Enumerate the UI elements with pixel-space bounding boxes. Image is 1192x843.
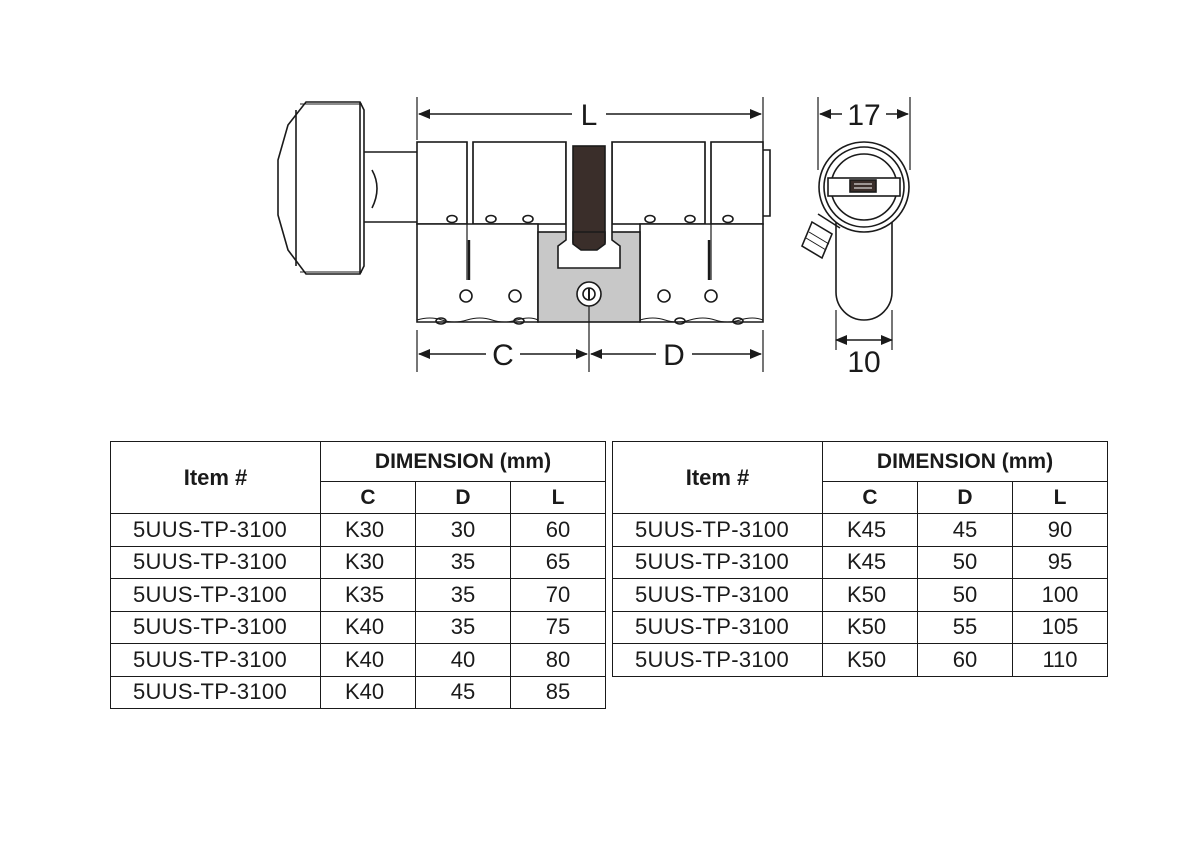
cell-c: K35 (320, 578, 416, 612)
table-row: 5UUS-TP-3100 K30 35 65 (110, 545, 606, 579)
table-row: 5UUS-TP-3100 K45 50 95 (612, 545, 1108, 579)
cell-d: 60 (917, 643, 1013, 677)
cell-item: 5UUS-TP-3100 (110, 643, 321, 677)
cell-c: K30 (320, 545, 416, 579)
table-row: 5UUS-TP-3100 K45 45 90 (612, 513, 1108, 547)
cell-c: K30 (320, 513, 416, 547)
table-row: 5UUS-TP-3100 K40 45 85 (110, 675, 606, 709)
col-header-l: L (510, 481, 606, 514)
cell-l: 90 (1012, 513, 1108, 547)
cell-c: K40 (320, 643, 416, 677)
table-row: 5UUS-TP-3100 K50 50 100 (612, 578, 1108, 612)
cell-item: 5UUS-TP-3100 (612, 643, 823, 677)
table-row: 5UUS-TP-3100 K35 35 70 (110, 578, 606, 612)
cell-d: 50 (917, 578, 1013, 612)
dimension-label-d: D (663, 339, 685, 372)
dimension-label-l: L (581, 99, 598, 132)
cell-item: 5UUS-TP-3100 (612, 578, 823, 612)
table-row: 5UUS-TP-3100 K30 30 60 (110, 513, 606, 547)
cell-d: 35 (415, 610, 511, 644)
cell-c: K50 (822, 610, 918, 644)
dimension-label-17: 17 (847, 99, 880, 132)
table-body: 5UUS-TP-3100 K45 45 90 5UUS-TP-3100 K45 … (612, 513, 1108, 677)
cell-l: 105 (1012, 610, 1108, 644)
item-header: Item # (612, 441, 823, 514)
cell-d: 55 (917, 610, 1013, 644)
dimension-lines (418, 109, 909, 359)
cell-l: 60 (510, 513, 606, 547)
table-row: 5UUS-TP-3100 K50 60 110 (612, 643, 1108, 677)
col-header-c: C (822, 481, 918, 514)
cell-item: 5UUS-TP-3100 (612, 513, 823, 547)
cell-item: 5UUS-TP-3100 (612, 545, 823, 579)
dimension-label-c: C (492, 339, 514, 372)
cell-l: 85 (510, 675, 606, 709)
col-header-l: L (1012, 481, 1108, 514)
cell-c: K45 (822, 545, 918, 579)
cell-c: K50 (822, 643, 918, 677)
table-body: 5UUS-TP-3100 K30 30 60 5UUS-TP-3100 K30 … (110, 513, 606, 709)
cell-l: 80 (510, 643, 606, 677)
dimension-table-left: Item # DIMENSION (mm) C D L 5UUS-TP-3100… (110, 441, 606, 709)
cell-l: 100 (1012, 578, 1108, 612)
item-header: Item # (110, 441, 321, 514)
cell-d: 30 (415, 513, 511, 547)
col-header-d: D (415, 481, 511, 514)
cell-item: 5UUS-TP-3100 (110, 545, 321, 579)
dimension-header: DIMENSION (mm) (320, 441, 606, 482)
cell-d: 45 (917, 513, 1013, 547)
table-row: 5UUS-TP-3100 K40 35 75 (110, 610, 606, 644)
cell-c: K45 (822, 513, 918, 547)
cell-l: 70 (510, 578, 606, 612)
table-row: 5UUS-TP-3100 K50 55 105 (612, 610, 1108, 644)
thumb-turn-knob (277, 101, 417, 275)
cell-item: 5UUS-TP-3100 (110, 675, 321, 709)
cell-item: 5UUS-TP-3100 (110, 513, 321, 547)
cell-item: 5UUS-TP-3100 (110, 578, 321, 612)
cylinder-body (416, 141, 771, 325)
cell-d: 50 (917, 545, 1013, 579)
cylinder-end-profile (800, 141, 910, 321)
cell-c: K40 (320, 610, 416, 644)
cell-d: 35 (415, 578, 511, 612)
cell-item: 5UUS-TP-3100 (612, 610, 823, 644)
cell-l: 110 (1012, 643, 1108, 677)
cell-item: 5UUS-TP-3100 (110, 610, 321, 644)
table-row: 5UUS-TP-3100 K40 40 80 (110, 643, 606, 677)
dimension-table-right: Item # DIMENSION (mm) C D L 5UUS-TP-3100… (612, 441, 1108, 677)
lock-cylinder-drawing: L C D 17 10 (277, 97, 911, 379)
cell-l: 75 (510, 610, 606, 644)
cell-c: K40 (320, 675, 416, 709)
cell-c: K50 (822, 578, 918, 612)
dimension-header: DIMENSION (mm) (822, 441, 1108, 482)
cell-l: 65 (510, 545, 606, 579)
cell-d: 35 (415, 545, 511, 579)
col-header-c: C (320, 481, 416, 514)
extension-lines (416, 97, 911, 372)
cell-d: 45 (415, 675, 511, 709)
dimension-label-10: 10 (847, 346, 880, 379)
cell-d: 40 (415, 643, 511, 677)
col-header-d: D (917, 481, 1013, 514)
cell-l: 95 (1012, 545, 1108, 579)
